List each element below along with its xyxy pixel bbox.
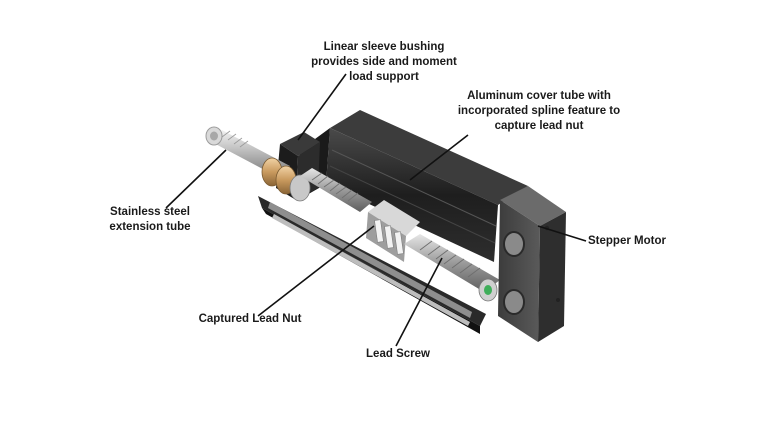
label-screw: Lead Screw bbox=[358, 347, 438, 362]
label-cover-line-2: incorporated spline feature to bbox=[457, 105, 621, 117]
label-bushing: Linear sleeve bushing provides side and … bbox=[300, 40, 468, 85]
leader-line-cover bbox=[409, 134, 469, 181]
label-nut: Captured Lead Nut bbox=[186, 312, 314, 327]
leader-line-bushing bbox=[297, 73, 347, 141]
stepper-motor bbox=[498, 186, 566, 342]
label-tube-line-1: Stainless steel bbox=[110, 206, 190, 218]
lead-screw bbox=[404, 234, 500, 302]
label-cover-line-3: capture lead nut bbox=[494, 120, 584, 132]
label-bushing-line-1: Linear sleeve bushing bbox=[323, 41, 445, 53]
label-bushing-line-3: load support bbox=[349, 71, 419, 83]
label-nut-line-1: Captured Lead Nut bbox=[198, 313, 302, 325]
bronze-bushing bbox=[261, 157, 311, 202]
label-bushing-line-2: provides side and moment bbox=[311, 56, 457, 68]
label-cover-line-1: Aluminum cover tube with bbox=[467, 90, 611, 102]
leader-line-motor bbox=[537, 225, 587, 242]
label-tube: Stainless steel extension tube bbox=[94, 205, 206, 235]
leader-lines bbox=[165, 73, 587, 347]
label-cover: Aluminum cover tube with incorporated sp… bbox=[444, 89, 634, 134]
label-screw-line-1: Lead Screw bbox=[366, 348, 430, 360]
leader-line-nut bbox=[257, 225, 375, 317]
lead-nut bbox=[366, 200, 420, 262]
label-motor-line-1: Stepper Motor bbox=[588, 235, 666, 247]
leader-line-screw bbox=[395, 257, 443, 347]
leader-line-tube bbox=[165, 149, 227, 209]
threaded-section bbox=[300, 168, 372, 212]
label-tube-line-2: extension tube bbox=[109, 221, 191, 233]
label-motor: Stepper Motor bbox=[588, 234, 666, 249]
